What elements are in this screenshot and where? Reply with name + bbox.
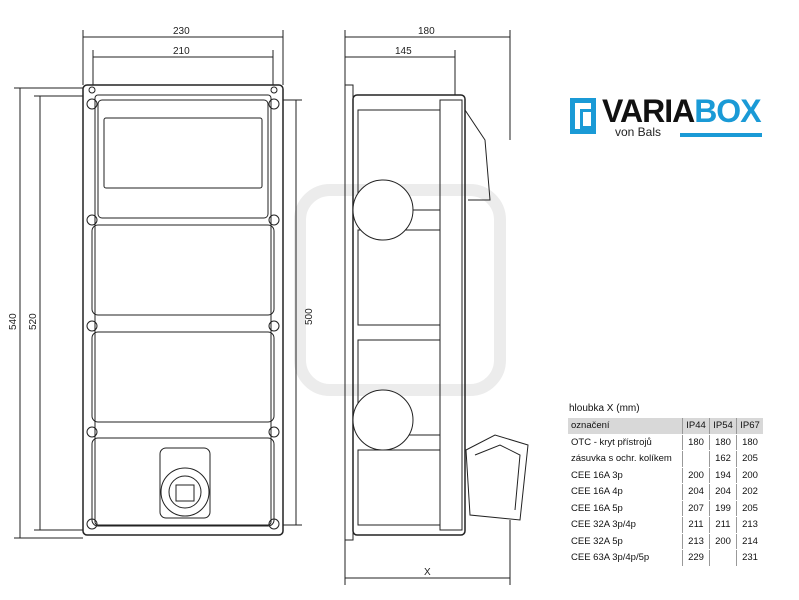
table-cell: 180 xyxy=(682,434,710,451)
table-cell: 200 xyxy=(682,467,710,484)
header-cell: IP44 xyxy=(682,418,710,435)
table-cell: 204 xyxy=(682,483,710,501)
side-view xyxy=(344,30,529,585)
header-cell: IP67 xyxy=(736,418,763,435)
logo-brand-b: BOX xyxy=(694,93,761,129)
table-cell: 194 xyxy=(709,467,737,484)
table-cell: 213 xyxy=(736,516,763,534)
socket-icon xyxy=(159,447,211,519)
table-cell: 231 xyxy=(736,549,763,567)
table-cell: OTC - kryt přístrojů xyxy=(568,434,683,451)
front-view xyxy=(14,30,302,539)
logo-tagline: von Bals xyxy=(615,125,662,139)
dim-180: 180 xyxy=(418,26,435,37)
dim-520: 520 xyxy=(28,313,39,330)
table-cell: 205 xyxy=(736,450,763,468)
logo-bar xyxy=(680,133,762,137)
screw-icons xyxy=(86,86,280,530)
depth-table-title: hloubka X (mm) xyxy=(569,403,640,414)
table-cell: 207 xyxy=(682,500,710,517)
table-cell: 202 xyxy=(736,483,763,501)
table-cell: 180 xyxy=(709,434,737,451)
table-cell: 162 xyxy=(709,450,737,468)
table-cell: zásuvka s ochr. kolíkem xyxy=(568,450,683,468)
table-header: označení IP44 IP54 IP67 xyxy=(568,418,763,435)
table-cell: CEE 32A 3p/4p xyxy=(568,516,683,534)
header-cell: označení xyxy=(568,418,683,435)
table-cell: 214 xyxy=(736,533,763,550)
dim-540: 540 xyxy=(8,313,19,330)
variabox-logo: VARIABOX von Bals xyxy=(570,93,770,145)
dim-500: 500 xyxy=(304,308,315,325)
dim-210: 210 xyxy=(173,46,190,57)
header-cell: IP54 xyxy=(709,418,737,435)
table-cell: 204 xyxy=(709,483,737,501)
table-cell: 180 xyxy=(736,434,763,451)
table-cell xyxy=(682,450,710,468)
table-cell: 211 xyxy=(682,516,710,534)
table-cell: 211 xyxy=(709,516,737,534)
logo-mark-icon xyxy=(570,98,596,134)
table-cell: CEE 16A 5p xyxy=(568,500,683,517)
table-cell: 229 xyxy=(682,549,710,567)
depth-table: označení IP44 IP54 IP67 OTC - kryt příst… xyxy=(568,418,763,567)
logo-brand-a: VARIA xyxy=(602,93,695,129)
table-cell: CEE 16A 3p xyxy=(568,467,683,484)
table-cell: CEE 16A 4p xyxy=(568,483,683,501)
table-cell: 199 xyxy=(709,500,737,517)
table-cell xyxy=(709,549,737,567)
table-cell: CEE 32A 5p xyxy=(568,533,683,550)
dim-x: X xyxy=(424,567,431,578)
table-cell: 200 xyxy=(736,467,763,484)
table-cell: 213 xyxy=(682,533,710,550)
dim-145: 145 xyxy=(395,46,412,57)
table-cell: CEE 63A 3p/4p/5p xyxy=(568,549,683,567)
table-cell: 200 xyxy=(709,533,737,550)
dim-230: 230 xyxy=(173,26,190,37)
table-cell: 205 xyxy=(736,500,763,517)
